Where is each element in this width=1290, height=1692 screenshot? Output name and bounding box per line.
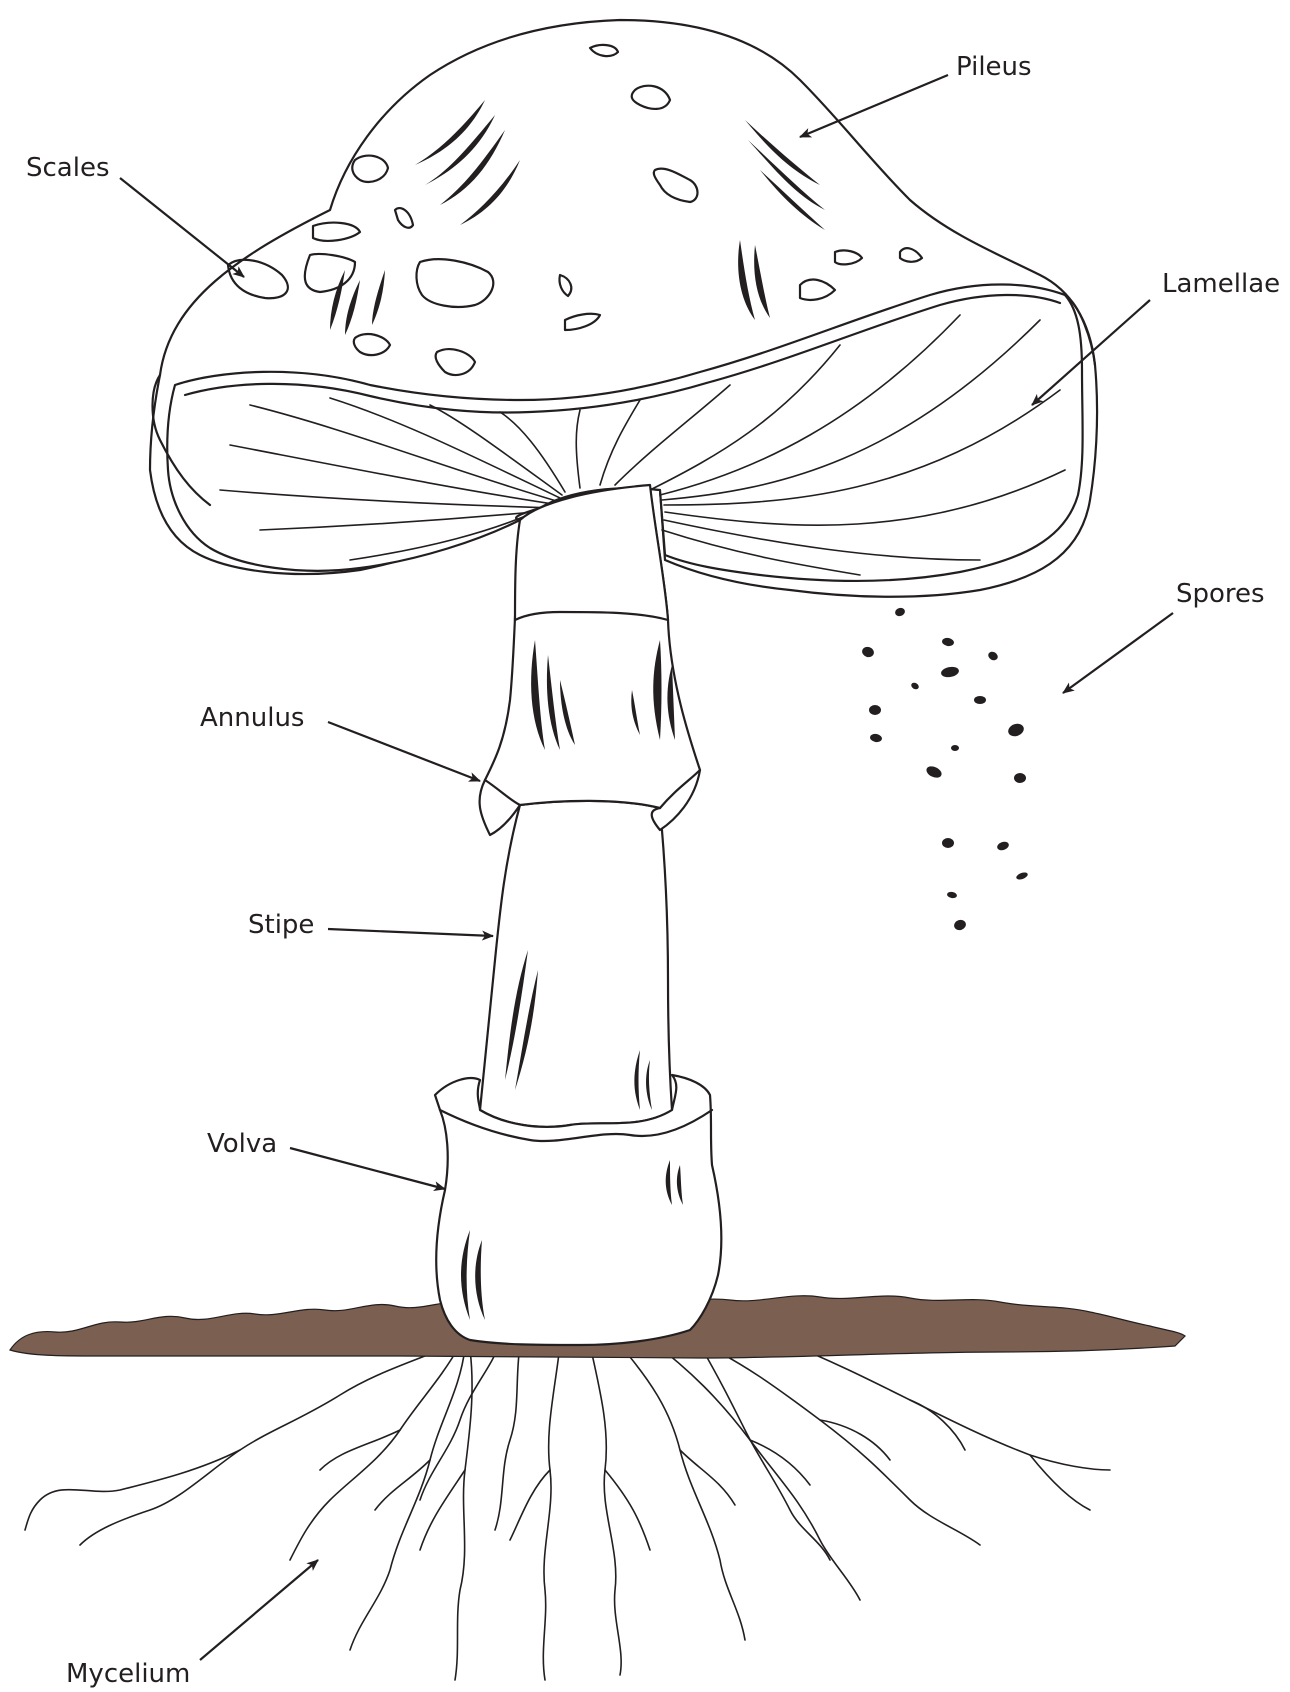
mycelium-roots (25, 1338, 1110, 1680)
label-volva: Volva (207, 1129, 277, 1159)
arrow-mycelium (200, 1560, 318, 1660)
label-stipe: Stipe (248, 910, 314, 940)
label-annulus: Annulus (200, 703, 304, 733)
arrow-annulus (328, 722, 480, 781)
label-lamellae: Lamellae (1162, 269, 1280, 299)
spores (861, 607, 1029, 932)
arrow-stipe (328, 929, 493, 936)
label-mycelium: Mycelium (66, 1659, 190, 1689)
arrow-scales (120, 178, 244, 277)
label-spores: Spores (1176, 579, 1265, 609)
arrow-volva (290, 1148, 445, 1189)
stipe (480, 801, 672, 1127)
arrow-spores (1063, 613, 1173, 693)
label-pileus: Pileus (956, 52, 1032, 82)
label-scales: Scales (26, 153, 110, 183)
